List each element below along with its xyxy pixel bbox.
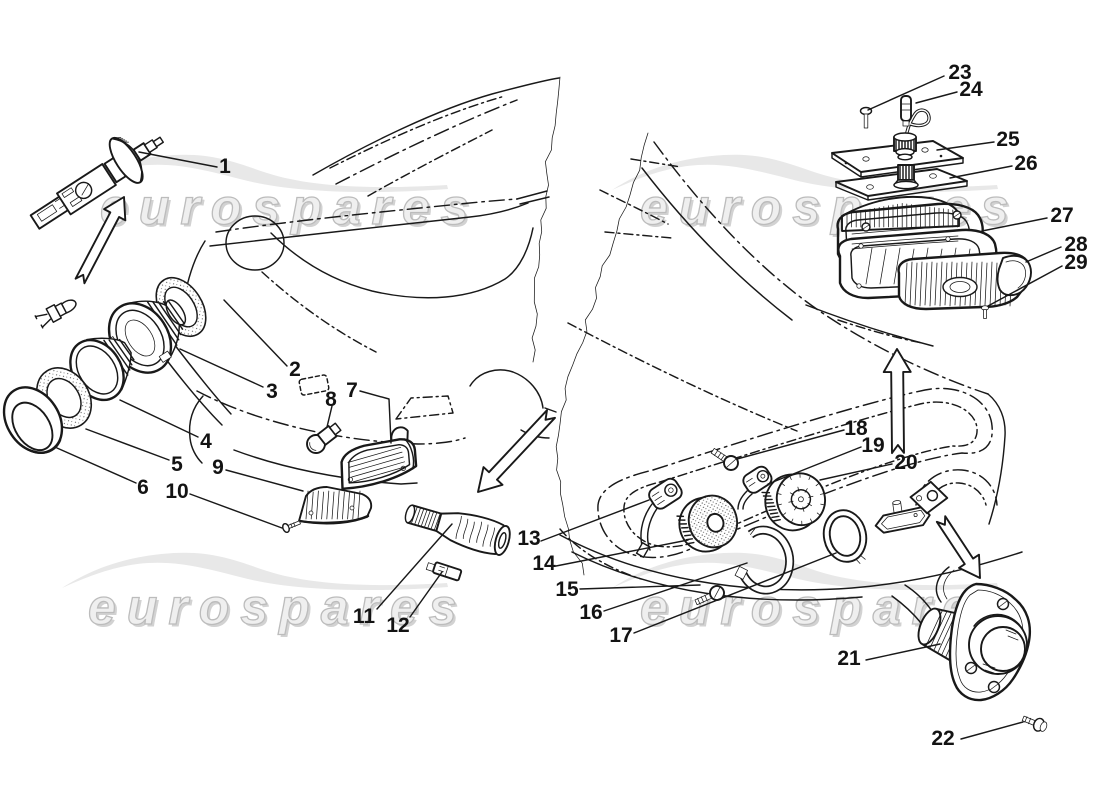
svg-text:13: 13 — [517, 527, 540, 550]
svg-text:12: 12 — [386, 614, 409, 637]
svg-text:6: 6 — [137, 476, 149, 499]
svg-text:11: 11 — [353, 605, 376, 628]
svg-text:7: 7 — [346, 379, 358, 402]
svg-text:eurospares: eurospares — [88, 579, 468, 635]
svg-text:25: 25 — [996, 128, 1020, 151]
svg-text:eurospares: eurospares — [100, 179, 480, 235]
svg-text:10: 10 — [165, 480, 188, 503]
svg-text:14: 14 — [532, 552, 556, 575]
svg-text:22: 22 — [931, 727, 954, 750]
svg-text:20: 20 — [894, 451, 917, 474]
svg-text:3: 3 — [266, 380, 278, 403]
svg-text:15: 15 — [555, 578, 579, 601]
svg-text:28: 28 — [1064, 233, 1088, 256]
svg-text:27: 27 — [1050, 204, 1073, 227]
svg-text:16: 16 — [579, 601, 602, 624]
svg-text:19: 19 — [861, 434, 884, 457]
svg-text:26: 26 — [1014, 152, 1037, 175]
svg-text:29: 29 — [1064, 251, 1087, 274]
svg-text:21: 21 — [837, 647, 861, 670]
svg-text:4: 4 — [200, 430, 212, 453]
svg-text:9: 9 — [212, 456, 224, 479]
svg-text:2: 2 — [289, 358, 301, 381]
svg-text:eurospares: eurospares — [91, 582, 471, 638]
svg-text:5: 5 — [171, 453, 183, 476]
svg-text:23: 23 — [948, 61, 971, 84]
svg-text:1: 1 — [219, 155, 231, 178]
svg-text:17: 17 — [609, 624, 632, 647]
svg-text:18: 18 — [844, 417, 868, 440]
svg-text:8: 8 — [325, 388, 337, 411]
svg-text:24: 24 — [959, 78, 983, 101]
